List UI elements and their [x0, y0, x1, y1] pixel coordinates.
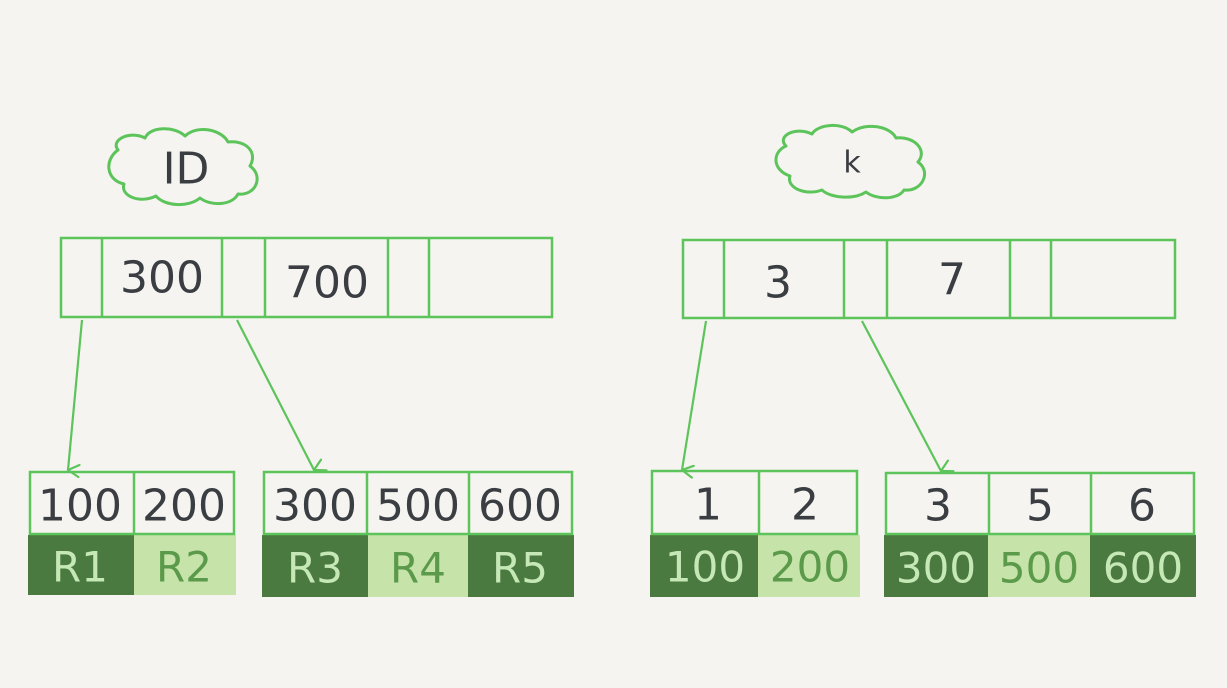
pointer-arrow	[68, 319, 84, 470]
tree-k: k 3 7 1 2 100 200	[650, 124, 1196, 597]
root-node-border	[59, 236, 554, 319]
leaf-key: 500	[376, 481, 460, 532]
leaf-value-cell	[368, 535, 468, 597]
cloud-outline	[107, 127, 259, 206]
leaf-key: 5	[1026, 481, 1054, 532]
leaf-value-cell	[134, 535, 236, 595]
leaf-key: 6	[1128, 481, 1156, 532]
leaf-key-row	[884, 471, 1196, 536]
tree-label: ID	[163, 144, 210, 195]
leaf-value-cell	[758, 535, 860, 597]
leaf-node: 3 5 6 300 500 600	[884, 471, 1196, 597]
leaf-key: 2	[791, 480, 819, 531]
leaf-value-cell	[468, 535, 574, 597]
tree-label-cloud: ID	[107, 127, 259, 206]
root-node: 3 7	[681, 238, 1177, 320]
leaf-value: 600	[1103, 544, 1183, 593]
tree-id: ID 300 700 100 200 R1 R2	[28, 127, 574, 597]
pointer-arrow	[682, 320, 708, 470]
leaf-value: 200	[770, 543, 850, 592]
leaf-key: 1	[694, 480, 722, 531]
leaf-key: 3	[924, 481, 952, 532]
leaf-node: 100 200 R1 R2	[28, 470, 236, 595]
leaf-key: 200	[142, 481, 226, 532]
leaf-value-cell	[988, 535, 1090, 597]
leaf-value: R3	[287, 544, 343, 593]
leaf-value-cell	[28, 535, 134, 595]
leaf-value: R1	[52, 543, 108, 592]
root-node-border	[681, 238, 1177, 320]
leaf-key-row	[28, 470, 236, 536]
cloud-outline	[774, 124, 926, 200]
leaf-value: R5	[492, 544, 548, 593]
leaf-value-cell	[884, 535, 988, 597]
root-key: 700	[285, 258, 369, 309]
pointer-arrow	[861, 320, 941, 471]
leaf-value: 300	[896, 544, 976, 593]
root-key: 300	[120, 253, 204, 304]
leaf-key: 600	[478, 481, 562, 532]
root-node: 300 700	[59, 236, 554, 319]
leaf-value: 100	[665, 543, 745, 592]
root-key: 7	[938, 255, 966, 306]
leaf-key-row	[650, 469, 859, 536]
leaf-value-cell	[262, 535, 368, 597]
leaf-node: 300 500 600 R3 R4 R5	[262, 470, 574, 597]
leaf-key: 300	[273, 481, 357, 532]
leaf-value-cell	[1090, 535, 1196, 597]
pointer-arrow	[236, 319, 314, 470]
leaf-node: 1 2 100 200	[650, 469, 860, 597]
leaf-value: R2	[156, 543, 212, 592]
leaf-key: 100	[38, 481, 122, 532]
leaf-value: 500	[999, 544, 1079, 593]
tree-label: k	[843, 146, 861, 181]
root-key: 3	[764, 258, 792, 309]
leaf-value: R4	[390, 544, 446, 593]
leaf-value-cell	[650, 535, 758, 597]
leaf-key-row	[262, 470, 574, 536]
tree-label-cloud: k	[774, 124, 926, 200]
